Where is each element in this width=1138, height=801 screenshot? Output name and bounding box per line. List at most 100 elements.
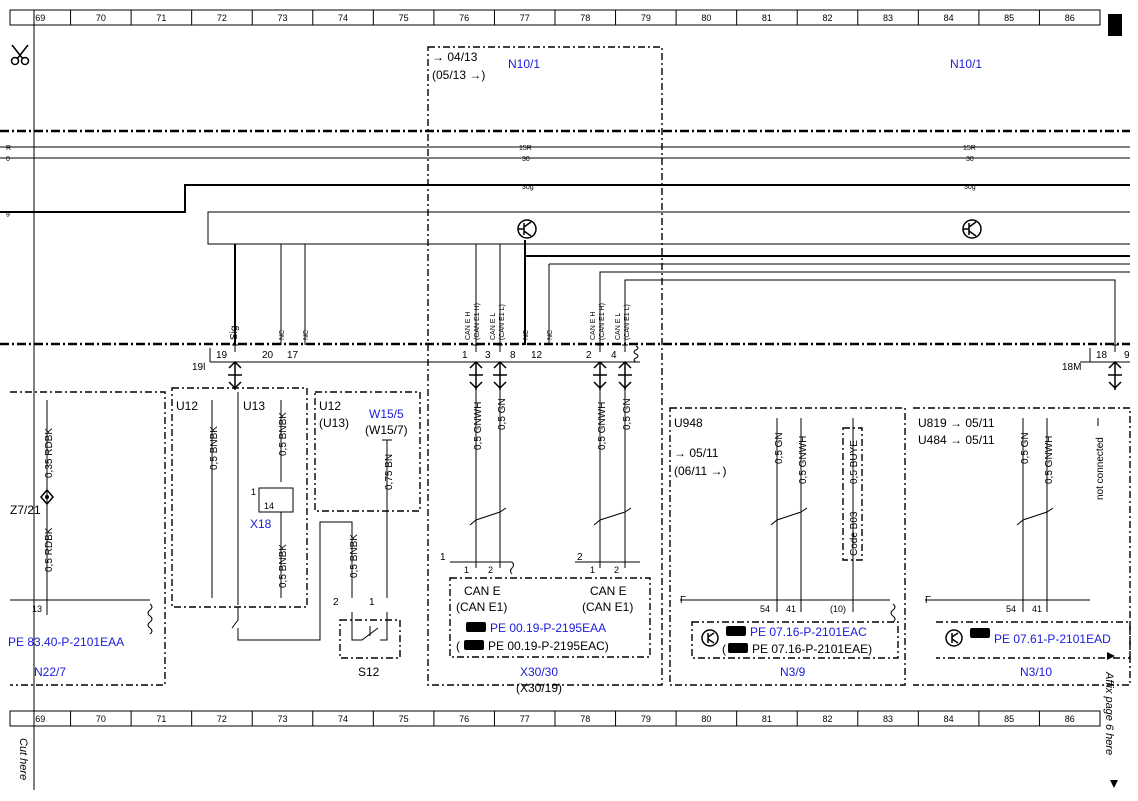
x18-pin-14-label: 14 [264, 501, 274, 511]
pin-nc-label: NC [547, 330, 554, 340]
u13-label: (U13) [319, 416, 349, 430]
n39-f-label: F [680, 595, 686, 606]
wire-gnwh-label: 0,5 GNWH [798, 436, 809, 484]
top-ruler-number: 84 [944, 13, 954, 23]
wire-bn-075-label: 0,75 BN [384, 454, 395, 490]
pe-0761-ead-link[interactable]: PE 07.61-P-2101EAD [994, 632, 1111, 646]
rail-15r-right-label: 15R [963, 145, 976, 152]
top-ruler-number: 82 [822, 13, 832, 23]
connector-split-icon [1108, 360, 1122, 390]
pin-stub [473, 344, 479, 352]
n39-pin-54-label: 54 [760, 604, 770, 614]
n39-pin-10-label: (10) [830, 604, 846, 614]
n310-pin-41-label: 41 [1032, 604, 1042, 614]
pin-3-label: 3 [485, 350, 491, 361]
bottom-ruler-number: 71 [156, 714, 166, 724]
top-ruler-number: 73 [277, 13, 287, 23]
rail-30-label: 30 [522, 156, 530, 163]
connector-split-icon [469, 360, 483, 390]
wire-gn-label: 0,5 GN [622, 398, 633, 430]
x18-connector [258, 487, 294, 513]
n39-pin-41-label: 41 [786, 604, 796, 614]
pin-18-label: 18 [1096, 350, 1108, 361]
n10-1-right-label: N10/1 [950, 57, 982, 71]
pin-can-e-l-label: CAN E L [490, 313, 497, 340]
top-ruler-number: 72 [217, 13, 227, 23]
n22-pin-13-label: 13 [32, 604, 42, 614]
date-0513-label: (05/13 →) [432, 68, 485, 82]
transistor-icon [517, 219, 537, 239]
top-ruler-number: 81 [762, 13, 772, 23]
s12-pin-1-label: 1 [369, 597, 375, 608]
pointing-hand-icon [726, 626, 746, 636]
rail-r-label: R [6, 145, 11, 152]
connector-split-icon [228, 360, 242, 390]
bottom-ruler-number: 80 [701, 714, 711, 724]
affix-label: Affix page 6 here [1103, 671, 1115, 755]
pin-stub [597, 344, 603, 352]
bottom-ruler-number: 82 [822, 714, 832, 724]
wire-gnwh-label: 0,5 GNWH [473, 402, 484, 450]
rail-30-right-label: 30 [966, 156, 974, 163]
pin-can-e-h-label: CAN E H [590, 312, 597, 340]
top-ruler-number: 78 [580, 13, 590, 23]
pe-83-link[interactable]: PE 83.40-P-2101EAA [8, 635, 124, 649]
connector-split-icon [593, 360, 607, 390]
x18-label: X18 [250, 517, 272, 531]
pin-8-label: 8 [510, 350, 516, 361]
top-ruler-number: 74 [338, 13, 348, 23]
s12-pin-2-label: 2 [333, 597, 339, 608]
pin-can-e-l-label: CAN E L [615, 313, 622, 340]
pin-stub [232, 344, 238, 352]
bottom-ruler-number: 70 [96, 714, 106, 724]
pe-0716-eae-link[interactable]: PE 07.16-P-2101EAE) [752, 642, 872, 656]
pin-19-label: 19 [216, 350, 228, 361]
can-e-right-label: CAN E [590, 584, 627, 598]
bottom-ruler-number: 75 [399, 714, 409, 724]
connector-split-icon [618, 360, 632, 390]
pe-open-paren: ( [456, 639, 460, 653]
pin-sig-label: Sig [229, 326, 240, 340]
u948-label: U948 [674, 416, 703, 430]
pe-0716-eac-link[interactable]: PE 07.16-P-2101EAC [750, 625, 867, 639]
transistor-icon [701, 629, 719, 647]
cut-here-label: Cut here [17, 738, 29, 780]
x30-pin-1-label: 1 [590, 565, 595, 575]
pe-open-paren: ( [722, 642, 726, 656]
pointing-hand-icon [464, 640, 484, 650]
rail-30g-right-label: 30g [964, 184, 976, 191]
pin-17-label: 17 [287, 350, 299, 361]
pin-1-label: 1 [462, 350, 468, 361]
can-e1-left-label: (CAN E1) [456, 600, 507, 614]
not-connected-label: not connected [1095, 437, 1106, 500]
connector-split-icon [493, 360, 507, 390]
rail-0-label: 0 [6, 156, 10, 163]
bottom-ruler-number: 78 [580, 714, 590, 724]
u484-label: U484 → 05/11 [918, 433, 995, 447]
date-0511-label: → 05/11 [674, 446, 719, 460]
wire-gnwh-label: 0,5 GNWH [597, 402, 608, 450]
pe-0019-eaa-link[interactable]: PE 00.19-P-2195EAA [490, 621, 606, 635]
pin-18m-label: 18M [1062, 362, 1081, 373]
x30-group-1-label: 1 [440, 552, 446, 563]
pin-nc-label: NC [523, 330, 530, 340]
pointing-hand-icon [970, 628, 990, 638]
pointing-hand-icon [728, 643, 748, 653]
z7-21-label: Z7/21 [10, 503, 41, 517]
pin-stub [1112, 344, 1118, 352]
transistor-icon [945, 629, 963, 647]
date-0413-label: → 04/13 [432, 50, 478, 64]
rail-g-label: g [6, 210, 10, 217]
top-ruler-number: 86 [1065, 13, 1075, 23]
w15-7-label: (W15/7) [365, 423, 408, 437]
x18-pin-1-label: 1 [251, 487, 256, 497]
diamond-connector-icon [40, 488, 54, 506]
bottom-ruler-number: 85 [1004, 714, 1014, 724]
bottom-ruler-number: 74 [338, 714, 348, 724]
pe-0019-eac-link[interactable]: PE 00.19-P-2195EAC) [488, 639, 609, 653]
wire-rdbk-05-label: 0,5 RDBK [44, 527, 55, 572]
pin-19l-label: 19l [192, 362, 205, 373]
pin-can-e-h-label: CAN E H [465, 312, 472, 340]
